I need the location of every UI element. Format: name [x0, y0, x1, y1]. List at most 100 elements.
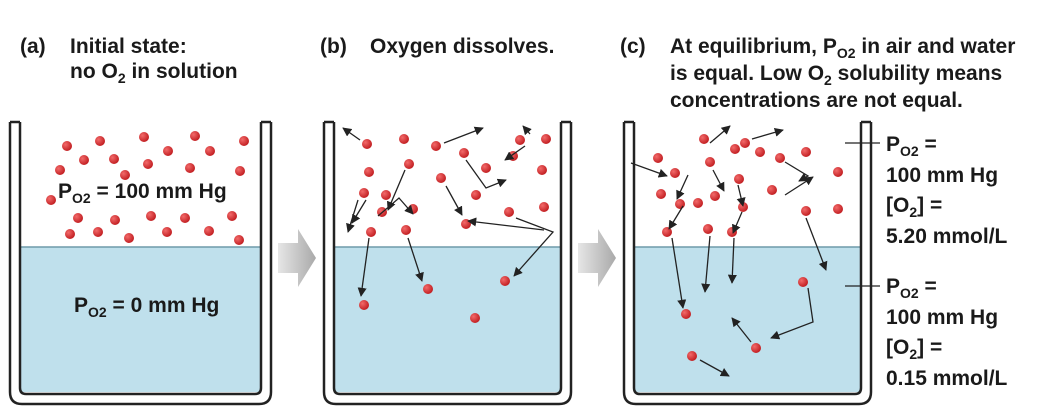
oxygen-molecule: [755, 147, 765, 157]
oxygen-molecule: [670, 168, 680, 178]
caption-c-line3: concentrations are not equal.: [670, 89, 963, 112]
transition-arrow-b-to-c: [578, 229, 616, 287]
oxygen-molecule: [423, 284, 433, 294]
oxygen-molecule: [73, 213, 83, 223]
water-b: [334, 247, 561, 392]
oxygen-molecule: [515, 135, 525, 145]
oxygen-molecule: [163, 146, 173, 156]
oxygen-molecule: [93, 227, 103, 237]
oxygen-molecule: [653, 153, 663, 163]
oxygen-molecule: [504, 207, 514, 217]
oxygen-molecule: [55, 165, 65, 175]
oxygen-molecule: [235, 166, 245, 176]
caption-c: (c)At equilibrium, PO2 in air and water …: [620, 34, 1015, 113]
oxygen-molecule: [124, 233, 134, 243]
oxygen-molecule: [481, 163, 491, 173]
oxygen-molecule: [79, 155, 89, 165]
caption-b: (b) Oxygen dissolves.: [320, 34, 554, 59]
oxygen-molecule: [227, 211, 237, 221]
oxygen-molecule: [381, 190, 391, 200]
oxygen-molecule: [801, 147, 811, 157]
oxygen-molecule: [833, 204, 843, 214]
oxygen-molecule: [703, 224, 713, 234]
transition-arrow-a-to-b: [278, 229, 316, 287]
oxygen-molecule: [675, 199, 685, 209]
air-pressure-label: PO2 =: [886, 133, 937, 159]
oxygen-molecule: [162, 227, 172, 237]
oxygen-molecule: [185, 163, 195, 173]
oxygen-molecule: [431, 141, 441, 151]
oxygen-molecule: [798, 277, 808, 287]
oxygen-molecule: [539, 202, 549, 212]
beaker-c: [622, 120, 873, 406]
oxygen-molecule: [833, 167, 843, 177]
caption-a-line1: Initial state:: [70, 35, 187, 58]
oxygen-molecule: [62, 141, 72, 151]
water-pressure-value: 100 mm Hg: [886, 306, 999, 329]
oxygen-molecule: [190, 131, 200, 141]
oxygen-molecule: [541, 134, 551, 144]
water-a: [20, 247, 261, 392]
oxygen-molecule: [734, 174, 744, 184]
oxygen-molecule: [404, 159, 414, 169]
oxygen-molecule: [65, 229, 75, 239]
water-c: [634, 247, 861, 392]
oxygen-molecule: [681, 309, 691, 319]
oxygen-molecule: [537, 165, 547, 175]
oxygen-molecule: [364, 167, 374, 177]
movement-arrows-c: [630, 125, 828, 377]
caption-b-line1: Oxygen dissolves.: [370, 35, 555, 58]
oxygen-molecule: [693, 198, 703, 208]
oxygen-molecule: [710, 191, 720, 201]
oxygen-molecule: [662, 227, 672, 237]
oxygen-molecule: [239, 136, 249, 146]
oxygen-molecule: [687, 351, 697, 361]
oxygen-molecule: [234, 235, 244, 245]
caption-a-label: (a): [20, 35, 46, 58]
oxygen-molecule: [705, 157, 715, 167]
oxygen-molecule: [359, 188, 369, 198]
water-concentration-value: 0.15 mmol/L: [886, 367, 1008, 390]
water-pressure-label: PO2 =: [886, 275, 937, 301]
caption-b-label: (b): [320, 35, 347, 58]
oxygen-molecule: [699, 134, 709, 144]
caption-c-line2: is equal. Low O2 solubility means: [670, 62, 1003, 88]
oxygen-molecule: [767, 185, 777, 195]
oxygen-molecule: [751, 343, 761, 353]
oxygen-molecule: [470, 313, 480, 323]
caption-a-line2: no O2 in solution: [70, 60, 238, 86]
beaker-a: [8, 120, 273, 406]
oxygen-molecule: [461, 219, 471, 229]
oxygen-molecule: [408, 204, 418, 214]
beaker-c-water-values: PO2 = 100 mm Hg [O2] = 0.15 mmol/L: [886, 272, 1007, 394]
oxygen-molecule: [143, 159, 153, 169]
oxygen-molecule: [110, 215, 120, 225]
oxygen-molecule: [740, 138, 750, 148]
water-concentration-label: [O2] =: [886, 336, 943, 362]
oxygen-molecule: [109, 154, 119, 164]
oxygen-molecule: [500, 276, 510, 286]
caption-c-label: (c): [620, 35, 646, 58]
beaker-a-water-pressure: PO2 = 0 mm Hg: [74, 294, 220, 320]
molecules-a: [46, 131, 249, 245]
oxygen-molecule: [146, 211, 156, 221]
oxygen-molecule: [801, 206, 811, 216]
caption-c-line1: At equilibrium, PO2 in air and water: [670, 35, 1016, 61]
oxygen-molecule: [359, 300, 369, 310]
oxygen-molecule: [362, 139, 372, 149]
air-pressure-value: 100 mm Hg: [886, 164, 999, 187]
oxygen-molecule: [399, 134, 409, 144]
oxygen-molecule: [471, 190, 481, 200]
oxygen-molecule: [401, 225, 411, 235]
oxygen-molecule: [366, 227, 376, 237]
air-concentration-value: 5.20 mmol/L: [886, 225, 1008, 248]
oxygen-molecule: [656, 189, 666, 199]
oxygen-molecule: [46, 195, 56, 205]
beaker-b: [322, 120, 573, 406]
oxygen-molecule: [180, 213, 190, 223]
caption-a: (a) Initial state: no O2 in solution: [20, 34, 238, 86]
oxygen-molecule: [459, 148, 469, 158]
oxygen-molecule: [204, 226, 214, 236]
beaker-c-air-values: PO2 = 100 mm Hg [O2] = 5.20 mmol/L: [886, 130, 1007, 252]
